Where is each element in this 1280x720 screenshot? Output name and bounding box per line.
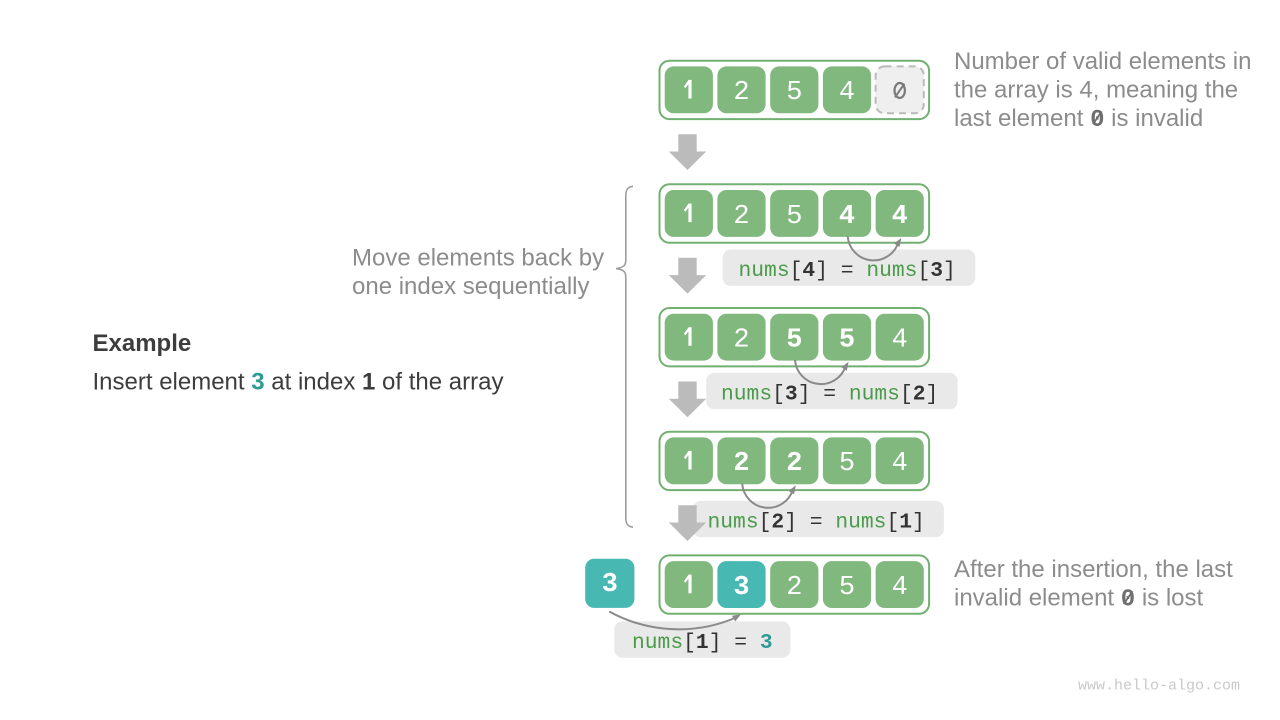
svg-text:After the insertion, the last: After the insertion, the last	[954, 556, 1233, 583]
svg-text:5: 5	[839, 573, 855, 603]
svg-text:4: 4	[892, 202, 908, 232]
svg-text:5: 5	[786, 78, 802, 108]
svg-text:invalid element 0 is lost: invalid element 0 is lost	[954, 585, 1204, 614]
svg-text:4: 4	[892, 449, 908, 479]
svg-text:2: 2	[733, 326, 749, 356]
svg-text:2: 2	[733, 78, 749, 108]
svg-text:3: 3	[602, 570, 618, 600]
svg-text:last element 0 is invalid: last element 0 is invalid	[954, 105, 1203, 134]
svg-text:Insert element 3 at index 1 of: Insert element 3 at index 1 of the array	[93, 369, 504, 396]
svg-text:nums[1] = 3: nums[1] = 3	[632, 631, 773, 655]
svg-text:5: 5	[839, 326, 855, 356]
svg-text:Number of valid elements in: Number of valid elements in	[954, 48, 1251, 75]
svg-text:Move elements back by: Move elements back by	[352, 245, 604, 272]
svg-text:5: 5	[786, 326, 802, 356]
svg-text:Example: Example	[93, 330, 192, 357]
svg-text:2: 2	[786, 449, 802, 479]
svg-text:2: 2	[786, 573, 802, 603]
svg-text:4: 4	[839, 202, 855, 232]
svg-text:one index sequentially: one index sequentially	[352, 273, 590, 300]
svg-text:nums[2] = nums[1]: nums[2] = nums[1]	[708, 511, 925, 535]
svg-text:nums[3] = nums[2]: nums[3] = nums[2]	[721, 383, 938, 407]
svg-text:4: 4	[839, 78, 855, 108]
svg-text:5: 5	[839, 449, 855, 479]
svg-text:5: 5	[786, 202, 802, 232]
svg-text:3: 3	[733, 573, 749, 603]
svg-text:www.hello-algo.com: www.hello-algo.com	[1078, 678, 1240, 695]
svg-text:4: 4	[892, 326, 908, 356]
svg-text:4: 4	[892, 573, 908, 603]
svg-text:the array is 4, meaning the: the array is 4, meaning the	[954, 76, 1238, 103]
svg-text:2: 2	[733, 202, 749, 232]
svg-text:2: 2	[733, 449, 749, 479]
svg-text:nums[4] = nums[3]: nums[4] = nums[3]	[739, 259, 956, 283]
